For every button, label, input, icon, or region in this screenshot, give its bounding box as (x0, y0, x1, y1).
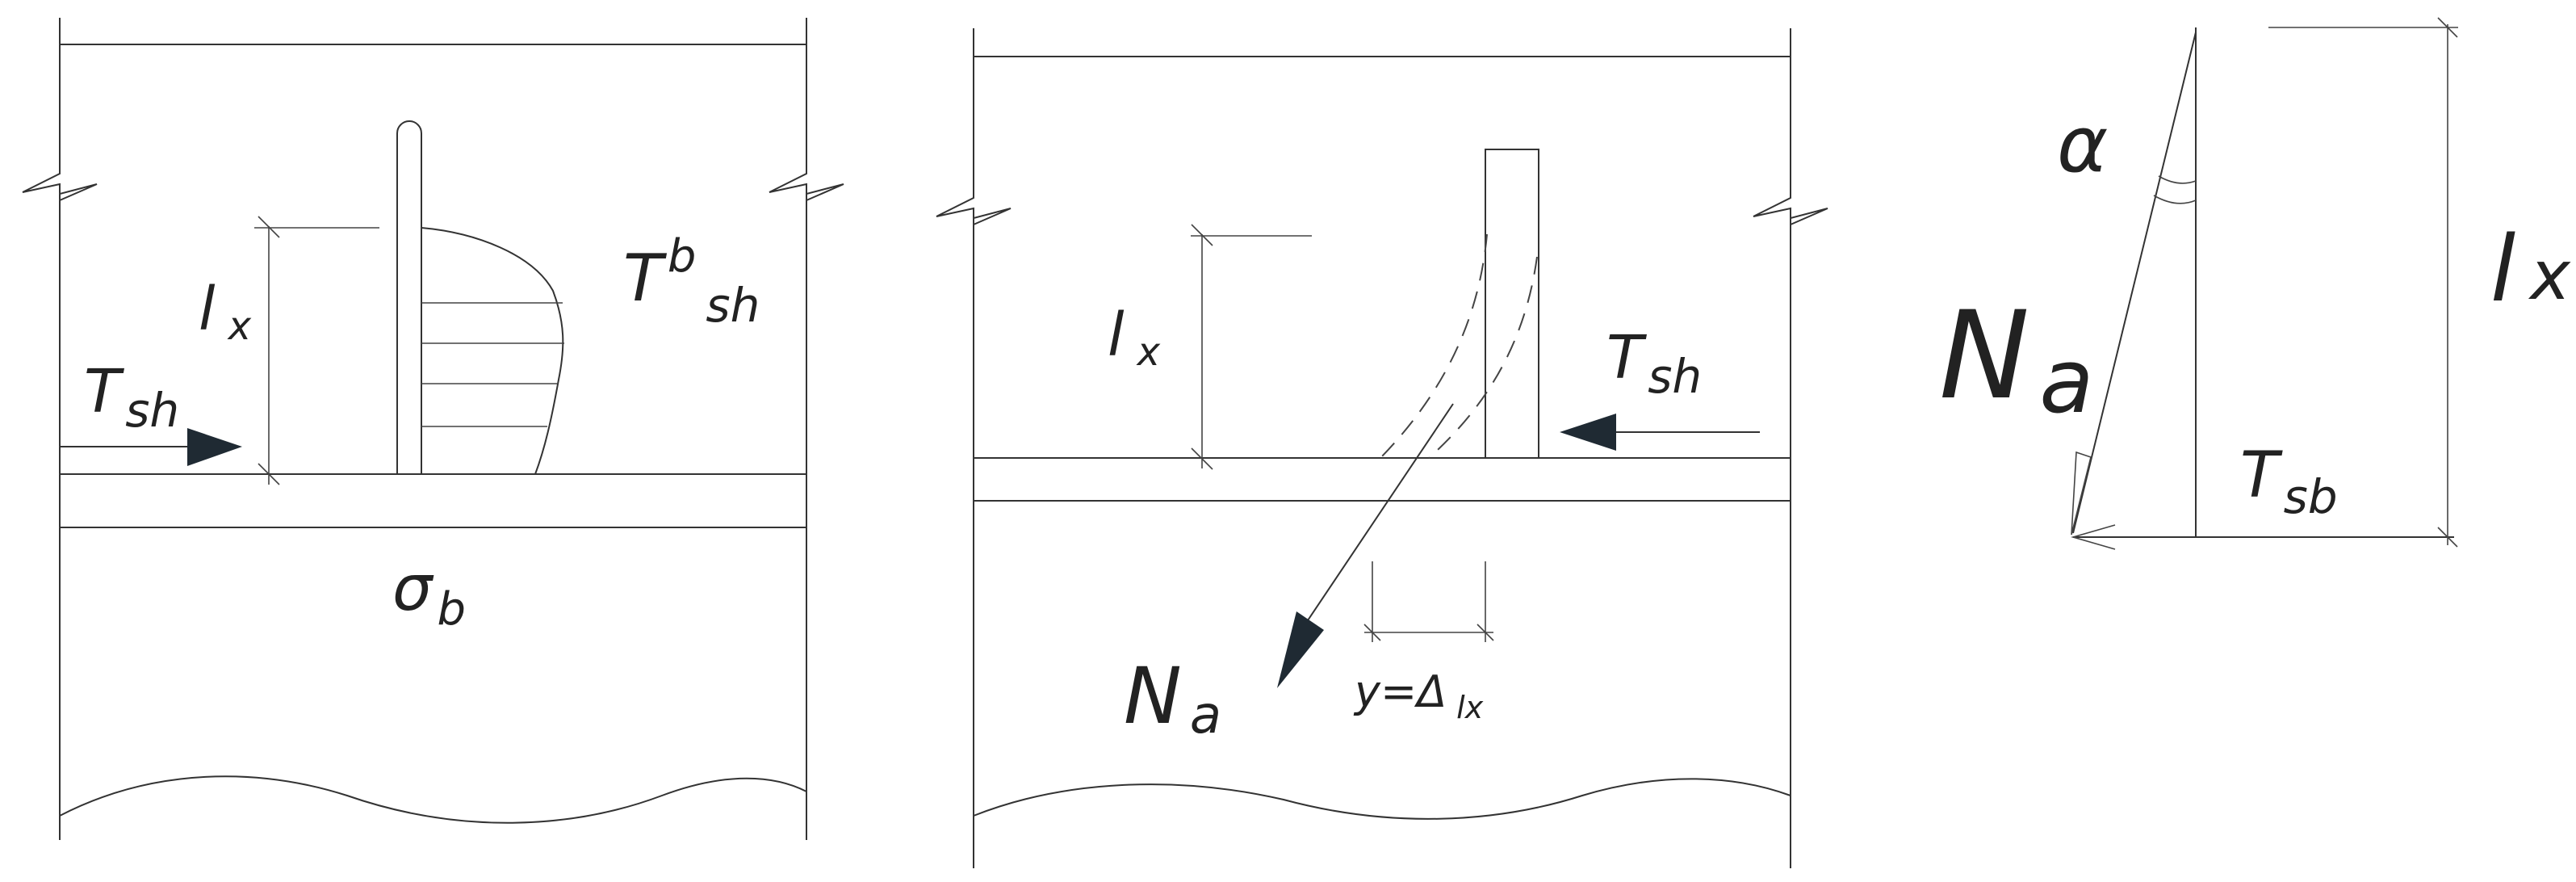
right-alpha-arc (2158, 175, 2197, 184)
right-alpha-label: α (2057, 99, 2108, 190)
middle-anchor-rod (1485, 149, 1539, 459)
middle-y-tick (1363, 624, 1381, 641)
middle-tsh-arrowhead (1560, 414, 1616, 451)
right-lx-tick (2437, 527, 2458, 548)
middle-lx-tick (1191, 224, 1213, 246)
right-na-hypotenuse (2072, 32, 2197, 534)
right-na-arrowhead (2071, 451, 2092, 536)
left-lx-tick (258, 216, 280, 238)
middle-wall-right (1753, 28, 1828, 868)
left-wall-right (769, 18, 844, 840)
middle-na-arrowhead (1277, 611, 1324, 688)
right-lx-tick (2437, 17, 2458, 38)
middle-wavy-bottom (973, 778, 1791, 820)
middle-deformed-rod-left (1380, 233, 1488, 459)
middle-wall-left (936, 28, 1012, 868)
left-anchor-rod (396, 120, 422, 474)
left-wavy-bottom (59, 775, 807, 824)
middle-deformed-rod-right (1428, 256, 1538, 459)
middle-lx-tick (1191, 447, 1213, 470)
left-wall-left (22, 18, 98, 840)
left-lx-tick (258, 463, 280, 485)
middle-na-arrow-shaft (1301, 403, 1454, 631)
left-tsh-arrowhead (187, 428, 242, 466)
right-tsb-arrowhead (2071, 524, 2116, 550)
middle-y-tick (1476, 624, 1494, 641)
left-shear-distribution (421, 227, 564, 475)
right-alpha-arc (2153, 195, 2197, 204)
